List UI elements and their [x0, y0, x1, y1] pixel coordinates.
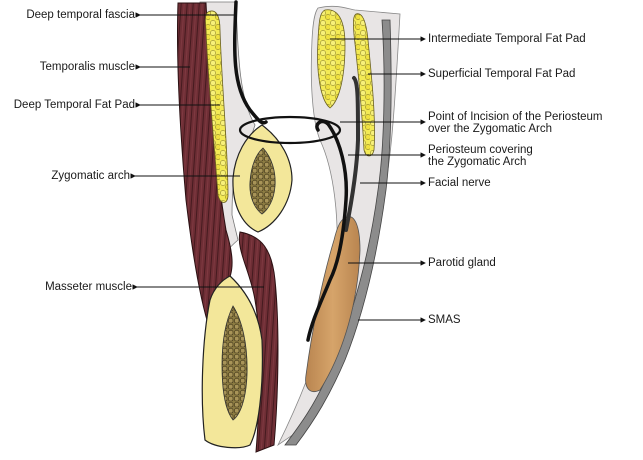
- facial-nerve-line: [344, 76, 361, 232]
- label-zygomatic-arch: Zygomatic arch: [51, 170, 130, 182]
- deep-temporal-fascia-line: [233, 0, 268, 125]
- label-point-of-incision-line1: Point of Incision of the Periosteum: [428, 111, 603, 123]
- periosteum-line: [306, 119, 349, 342]
- mandible-marrow: [221, 305, 248, 421]
- label-periosteum-covering-line2: the Zygomatic Arch: [428, 156, 527, 168]
- intermediate-temporal-fat-pad-shape: [317, 9, 346, 109]
- label-masseter-muscle: Masseter muscle: [45, 281, 132, 293]
- zygomatic-arch-marrow: [249, 147, 276, 215]
- parotid-gland-shape: [305, 216, 361, 392]
- label-smas: SMAS: [428, 314, 461, 326]
- masseter-muscle-shape: [238, 231, 279, 453]
- label-deep-temporal-fascia: Deep temporal fascia: [26, 9, 135, 21]
- label-intermediate-temporal-fat-pad: Intermediate Temporal Fat Pad: [428, 33, 586, 45]
- incision-ellipse: [238, 115, 342, 145]
- smas-band: [284, 19, 392, 446]
- label-facial-nerve: Facial nerve: [428, 177, 491, 189]
- superficial-temporal-fat-pad-shape: [353, 13, 375, 157]
- label-parotid-gland: Parotid gland: [428, 257, 496, 269]
- label-deep-temporal-fat-pad: Deep Temporal Fat Pad: [13, 99, 135, 111]
- label-point-of-incision-line2: over the Zygomatic Arch: [428, 123, 552, 135]
- label-periosteum-covering-line1: Periosteum covering: [428, 144, 533, 156]
- label-superficial-temporal-fat-pad: Superficial Temporal Fat Pad: [428, 68, 576, 80]
- deep-temporal-fat-pad-shape: [205, 10, 229, 203]
- label-temporalis-muscle: Temporalis muscle: [39, 61, 135, 73]
